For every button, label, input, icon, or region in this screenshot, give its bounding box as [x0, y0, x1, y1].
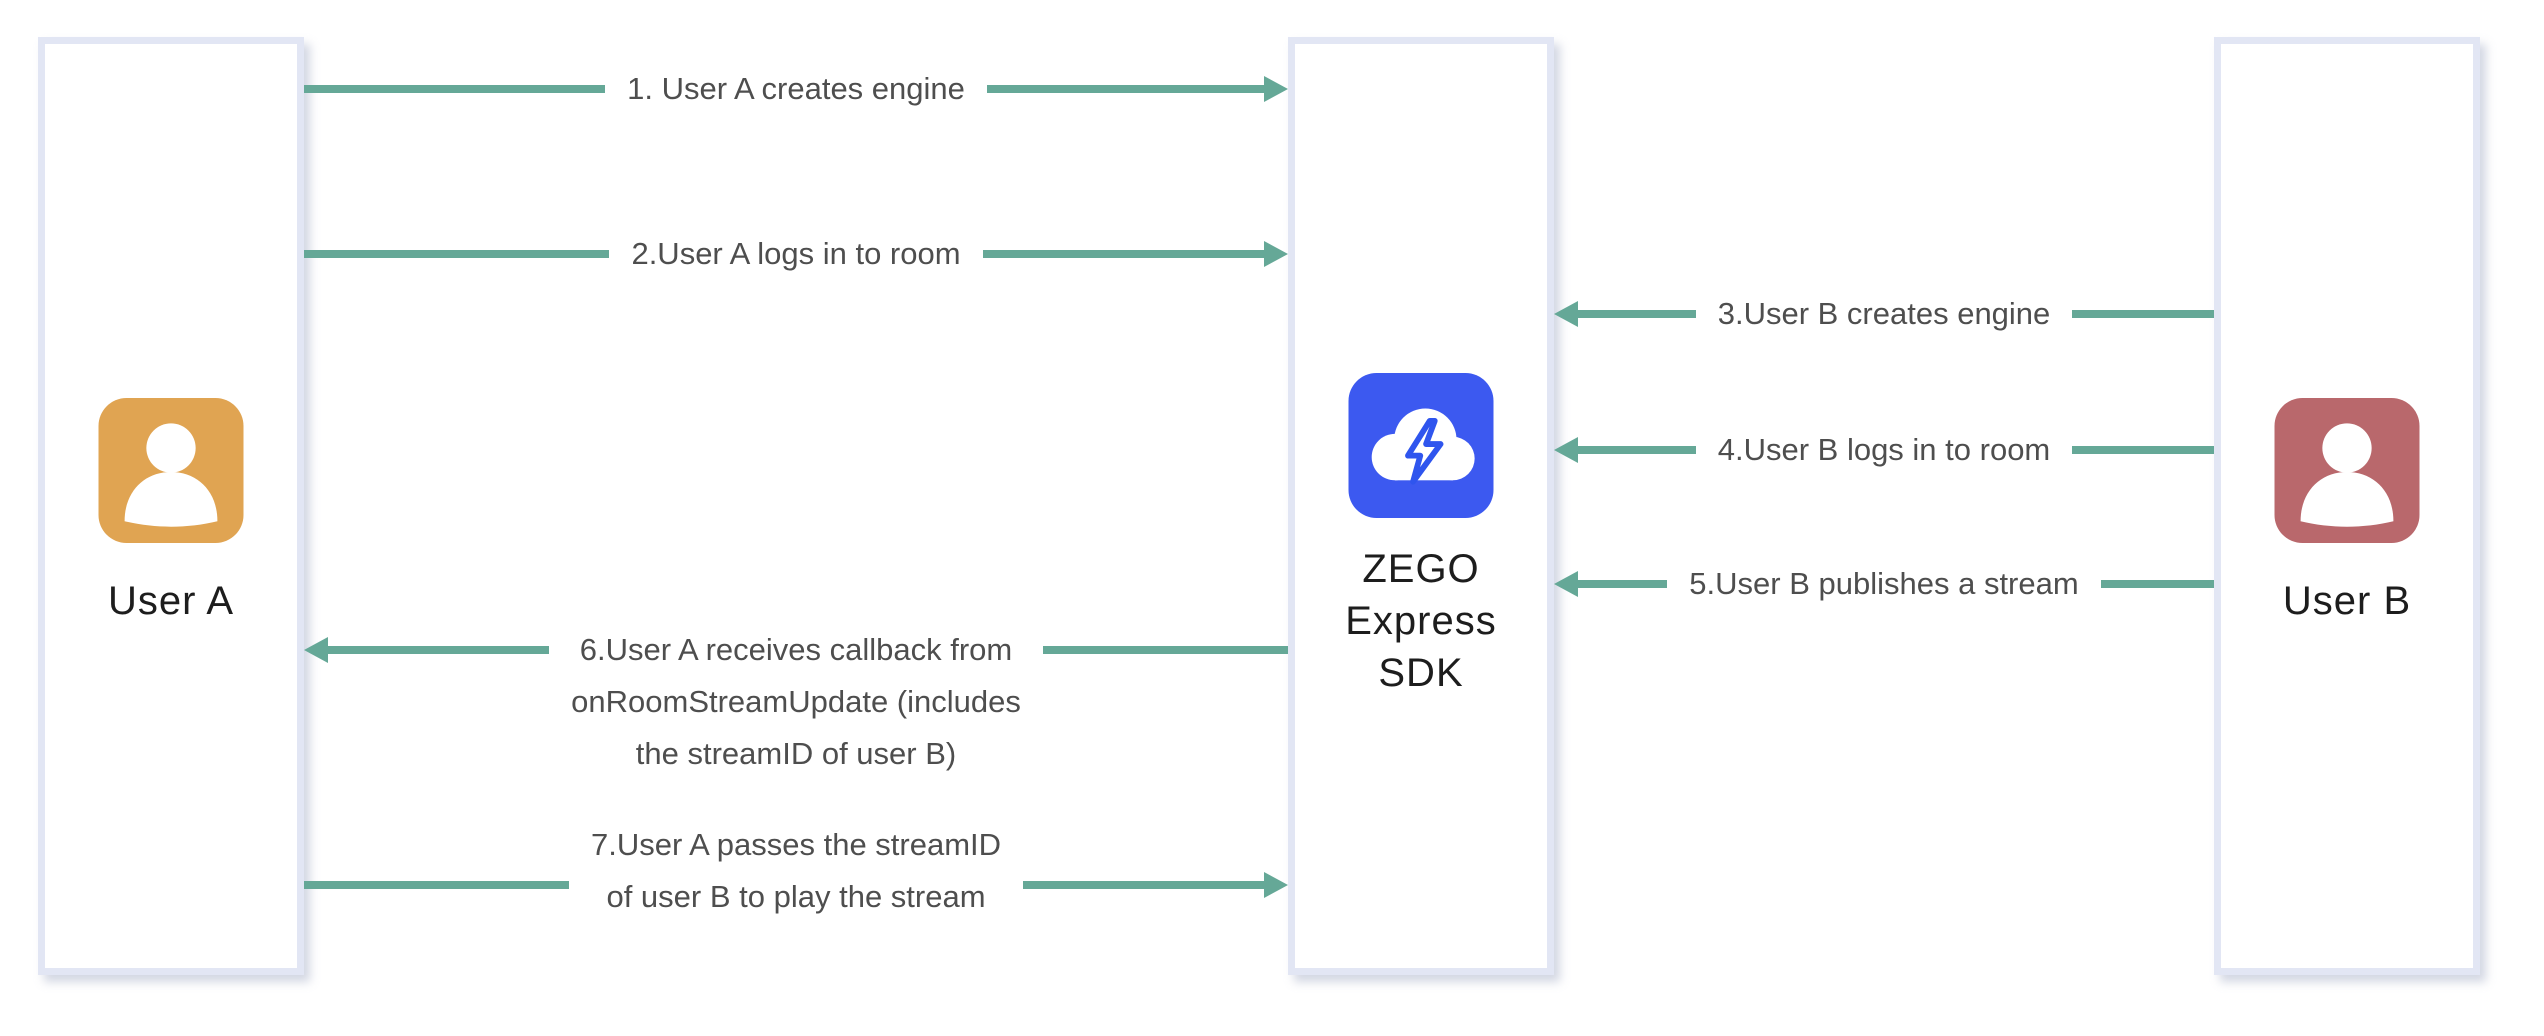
message-label-line: 5.User B publishes a stream	[1689, 566, 2079, 601]
arrow-line-bar	[982, 250, 1271, 258]
message-arrow-6: 6.User A receives callback from onRoomStr…	[304, 624, 1289, 780]
arrow-line-bar	[304, 881, 569, 889]
message-label-line: 7.User A passes the streamID	[590, 827, 1002, 862]
sdk-label-line: SDK	[1378, 651, 1464, 695]
arrow-line	[1554, 558, 1668, 610]
arrow-line	[304, 624, 550, 780]
message-label-4: 4.User B logs in to room	[1696, 424, 2073, 476]
arrow-line-bar	[1572, 580, 1668, 588]
arrow-line	[1554, 288, 1696, 340]
arrow-line	[982, 228, 1289, 280]
arrow-line	[986, 63, 1289, 115]
arrowhead-left-icon	[1554, 301, 1578, 327]
message-arrow-7: 7.User A passes the streamID of user B to…	[304, 819, 1289, 923]
message-label-line: onRoomStreamUpdate (includes	[571, 684, 1021, 719]
arrow-line-bar	[1023, 881, 1271, 889]
arrow-line-bar	[304, 250, 610, 258]
sdk-label-line: ZEGO	[1362, 547, 1480, 591]
message-label-line: 6.User A receives callback from	[579, 632, 1013, 667]
arrow-line	[1554, 424, 1696, 476]
message-label-2: 2.User A logs in to room	[609, 228, 982, 280]
panel-sdk-label: ZEGO Express SDK	[1295, 543, 1547, 699]
message-arrow-2: 2.User A logs in to room	[304, 228, 1289, 280]
person-glyph	[124, 423, 218, 527]
panel-user-b: User B	[2214, 37, 2480, 975]
message-label-line: 2.User A logs in to room	[631, 236, 961, 271]
arrow-line	[2072, 424, 2214, 476]
arrowhead-right-icon	[1264, 76, 1289, 102]
arrow-line-bar	[304, 85, 606, 93]
arrow-line	[1023, 819, 1289, 923]
message-label-5: 5.User B publishes a stream	[1667, 558, 2100, 610]
message-arrow-4: 4.User B logs in to room	[1554, 424, 2214, 476]
message-label-3: 3.User B creates engine	[1696, 288, 2073, 340]
arrow-line-bar	[1572, 446, 1696, 454]
arrow-line	[1042, 624, 1289, 780]
arrow-line	[304, 819, 569, 923]
message-arrow-3: 3.User B creates engine	[1554, 288, 2215, 340]
arrow-line-bar	[986, 85, 1271, 93]
arrow-line	[304, 228, 610, 280]
message-label-line: of user B to play the stream	[606, 879, 986, 914]
arrow-line-bar	[322, 646, 550, 654]
person-icon	[98, 398, 244, 543]
sdk-label-line: Express	[1345, 599, 1497, 643]
panel-user-b-label: User B	[2282, 579, 2412, 623]
panel-zego-express-sdk: ZEGO Express SDK	[1288, 37, 1554, 975]
arrowhead-left-icon	[1554, 571, 1578, 597]
message-label-line: the streamID of user B)	[635, 736, 957, 771]
message-label-line: 1. User A creates engine	[627, 71, 965, 106]
person-glyph	[2300, 423, 2394, 527]
arrowhead-right-icon	[1264, 872, 1289, 898]
lightning-bolt	[1405, 417, 1444, 485]
arrow-line-bar	[1572, 310, 1696, 318]
message-arrow-5: 5.User B publishes a stream	[1554, 558, 2214, 610]
message-label-line: 4.User B logs in to room	[1717, 432, 2051, 467]
panel-user-a-label: User A	[107, 579, 235, 623]
message-label-6: 6.User A receives callback from onRoomStr…	[549, 624, 1043, 780]
arrowhead-right-icon	[1264, 241, 1289, 267]
arrowhead-left-icon	[304, 637, 328, 663]
arrow-line-bar	[2100, 580, 2214, 588]
arrow-line	[2100, 558, 2214, 610]
message-label-7: 7.User A passes the streamID of user B to…	[569, 819, 1023, 923]
person-icon	[2274, 398, 2420, 543]
cloud-lightning-glyph	[1371, 408, 1475, 485]
arrow-line-bar	[2072, 310, 2215, 318]
cloud-lightning-icon	[1348, 373, 1494, 518]
arrow-line	[304, 63, 606, 115]
arrow-line-bar	[2072, 446, 2214, 454]
message-label-line: 3.User B creates engine	[1717, 296, 2051, 331]
arrow-line-bar	[1042, 646, 1289, 654]
arrowhead-left-icon	[1554, 437, 1578, 463]
message-label-1: 1. User A creates engine	[605, 63, 987, 115]
arrow-line	[2072, 288, 2215, 340]
message-arrow-1: 1. User A creates engine	[304, 63, 1289, 115]
panel-user-a: User A	[38, 37, 304, 975]
